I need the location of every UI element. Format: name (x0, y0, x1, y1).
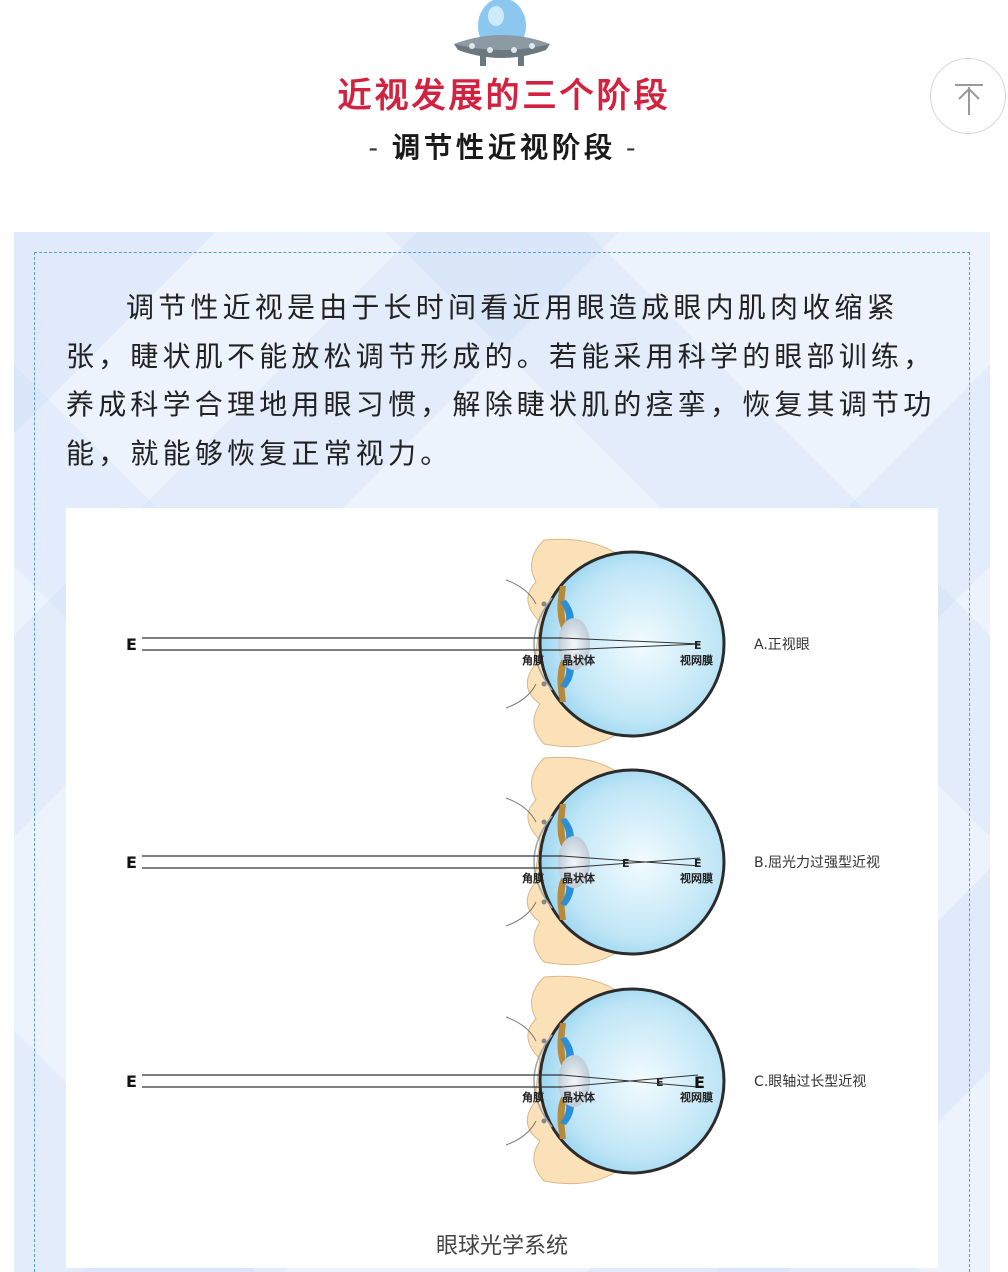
subtitle-text: 调节性近视阶段 (391, 131, 616, 164)
back-to-top-button[interactable] (930, 58, 1006, 134)
section-subtitle: -调节性近视阶段- (0, 126, 1008, 166)
diagram-c-letter-retina: E (694, 1073, 705, 1092)
diagram-c-label: C.眼轴过长型近视 (754, 1074, 866, 1090)
dashed-frame (34, 252, 970, 1272)
diagram-c-lens: 晶状体 (562, 1090, 596, 1104)
diagram-c-letter-focus: E (656, 1076, 664, 1089)
body-paragraph: 调节性近视是由于长时间看近用眼造成眼内肌肉收缩紧张，睫状肌不能放松调节形成的。若… (66, 291, 936, 470)
diagram-a-letter: E (126, 635, 137, 654)
diagram-refractive-myopia: E E E 角膜 晶状体 视网膜 B.屈光力过强型近视 (126, 755, 880, 967)
eye-optics-figure: E E 角膜 晶状体 视网膜 A.正视眼 E E E 角膜 晶状体 视网膜 (66, 508, 938, 1268)
eye-diagrams: E E 角膜 晶状体 视网膜 A.正视眼 E E E 角膜 晶状体 视网膜 (126, 537, 880, 1186)
diagram-axial-myopia: E E E 角膜 晶状体 视网膜 C.眼轴过长型近视 (126, 974, 866, 1186)
diagram-a-letter-retina: E (694, 639, 702, 652)
diagram-c-cornea: 角膜 (522, 1090, 544, 1104)
arrow-up-to-top-icon (955, 84, 983, 115)
diagram-b-label: B.屈光力过强型近视 (754, 855, 880, 871)
diagram-b-cornea: 角膜 (522, 871, 544, 885)
diagram-b-retina: 视网膜 (680, 871, 713, 885)
page-title: 近视发展的三个阶段 (337, 76, 671, 116)
ufo-icon (454, 0, 550, 66)
content-card: 调节性近视是由于长时间看近用眼造成眼内肌肉收缩紧张，睫状肌不能放松调节形成的。若… (14, 232, 990, 1272)
subtitle-dash-left: - (368, 131, 382, 164)
diagram-c-letter: E (126, 1072, 137, 1091)
diagram-a-retina: 视网膜 (680, 653, 713, 667)
diagram-b-letter: E (126, 853, 137, 872)
diagram-normal-eye: E E 角膜 晶状体 视网膜 A.正视眼 (126, 537, 810, 749)
diagram-a-cornea: 角膜 (522, 653, 544, 667)
diagram-b-letter-retina: E (694, 857, 702, 870)
diagram-a-lens: 晶状体 (562, 653, 596, 667)
subtitle-dash-right: - (626, 131, 640, 164)
figure-caption: 眼球光学系统 (435, 1234, 568, 1259)
diagram-b-letter-focus: E (622, 857, 630, 870)
diagram-b-lens: 晶状体 (562, 871, 596, 885)
diagram-c-retina: 视网膜 (680, 1090, 713, 1104)
diagram-a-label: A.正视眼 (754, 637, 810, 653)
